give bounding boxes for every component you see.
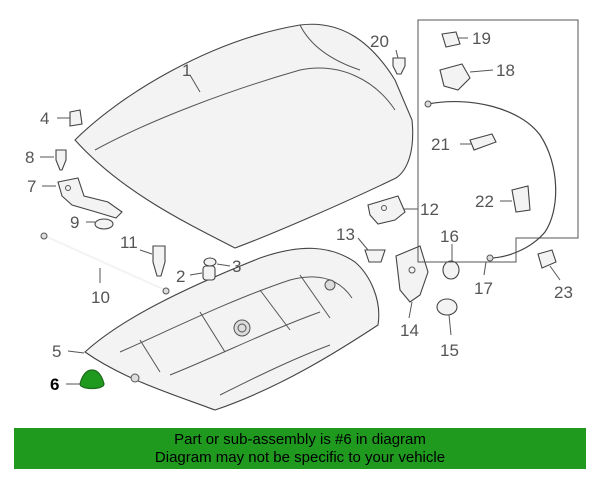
part-12-striker <box>367 195 406 225</box>
callout-21: 21 <box>431 135 450 154</box>
part-14-latch <box>395 245 429 303</box>
release-cable-box <box>417 19 579 263</box>
part-20-bolt <box>392 57 406 75</box>
part-6-clip-highlighted <box>79 369 105 390</box>
banner-line-1: Part or sub-assembly is #6 in diagram <box>174 431 426 448</box>
callout-15: 15 <box>440 341 459 360</box>
part-18-handle <box>439 63 471 91</box>
leader-lines <box>40 37 561 385</box>
part-8-bolt <box>55 149 67 171</box>
callout-16: 16 <box>440 227 459 246</box>
part-9-grommet <box>94 218 114 230</box>
callout-10: 10 <box>91 288 110 307</box>
callout-12: 12 <box>420 200 439 219</box>
callout-11: 11 <box>120 233 138 252</box>
part-22-clip <box>511 185 531 213</box>
callout-5: 5 <box>52 342 61 361</box>
hood-panel <box>74 23 414 249</box>
callout-20: 20 <box>370 32 389 51</box>
callout-23: 23 <box>554 283 573 302</box>
callout-14: 14 <box>400 321 419 340</box>
part-13-bumper <box>364 249 386 263</box>
callout-3: 3 <box>232 257 241 276</box>
callout-labels: 1 2 3 4 5 6 7 8 9 10 11 12 13 14 15 16 1… <box>25 29 573 394</box>
callout-17: 17 <box>474 279 493 298</box>
part-19-clip <box>441 31 461 48</box>
callout-6: 6 <box>50 375 59 394</box>
callout-19: 19 <box>472 29 491 48</box>
part-2-cushion <box>202 265 216 281</box>
part-4-clip <box>69 109 83 127</box>
callout-13: 13 <box>336 225 355 244</box>
hood-strut <box>40 232 170 295</box>
part-11-bumper <box>152 245 166 277</box>
callout-9: 9 <box>70 213 79 232</box>
part-3-cushion <box>203 257 217 267</box>
part-16-bumper <box>442 260 460 280</box>
banner-line-2: Diagram may not be specific to your vehi… <box>154 449 446 466</box>
part-21-clip <box>469 133 497 151</box>
hood-hinge <box>57 177 123 219</box>
part-23-clip <box>537 249 557 269</box>
callout-18: 18 <box>496 61 515 80</box>
callout-1: 1 <box>182 61 191 80</box>
callout-2: 2 <box>176 267 185 286</box>
callout-4: 4 <box>40 109 49 128</box>
callout-7: 7 <box>27 177 36 196</box>
parts-diagram: 1 2 3 4 5 6 7 8 9 10 11 12 13 14 15 16 1… <box>25 19 579 411</box>
callout-8: 8 <box>25 148 34 167</box>
part-15-bumper <box>436 298 458 316</box>
callout-22: 22 <box>475 192 494 211</box>
hood-insulator <box>84 247 380 411</box>
info-banner: Part or sub-assembly is #6 in diagram Di… <box>14 428 586 469</box>
